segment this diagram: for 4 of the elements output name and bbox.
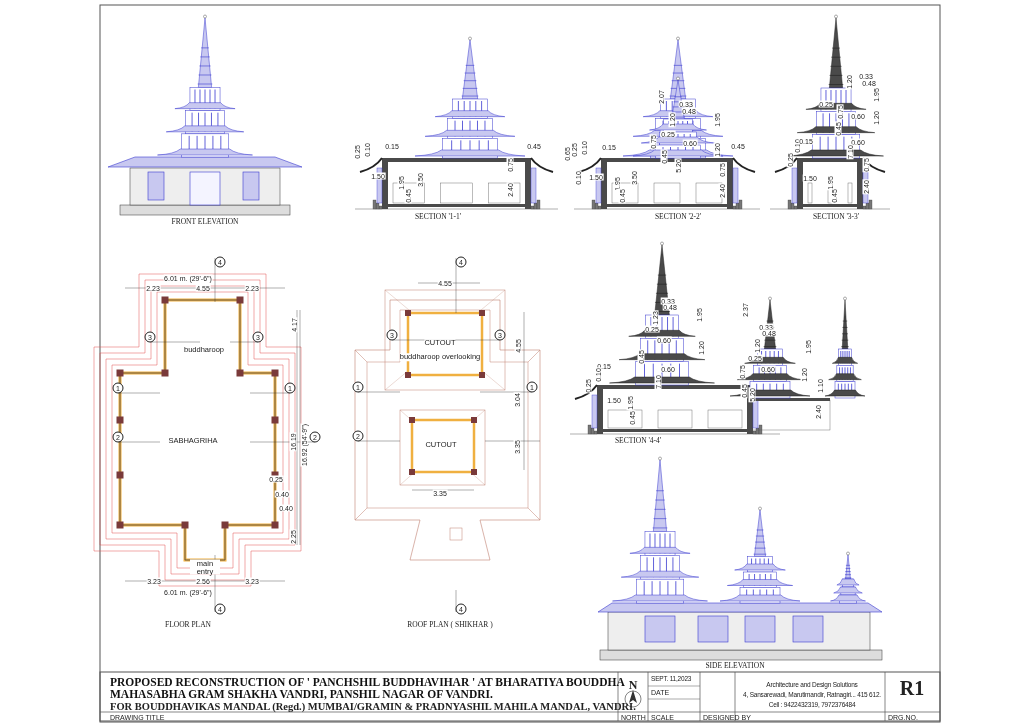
drawing-number: R1: [899, 678, 925, 698]
drawing-title: PROPOSED RECONSTRUCTION OF ' PANCHSHIL BUDDHAVIHAR ' AT BHARATIYA BOUDDHA MAHASABHA GRAM SHAKHA VANDRI, PANSHIL NAGAR OF VANDRI.: [110, 676, 626, 701]
title-text: FOR BOUDDHAVIKAS MANDAL (Regd.) MUMBAI/GRAMIN & PRADNYASHIL MAHILA MANDAL, VANDRI.: [110, 701, 636, 712]
north-label: N: [628, 679, 638, 691]
